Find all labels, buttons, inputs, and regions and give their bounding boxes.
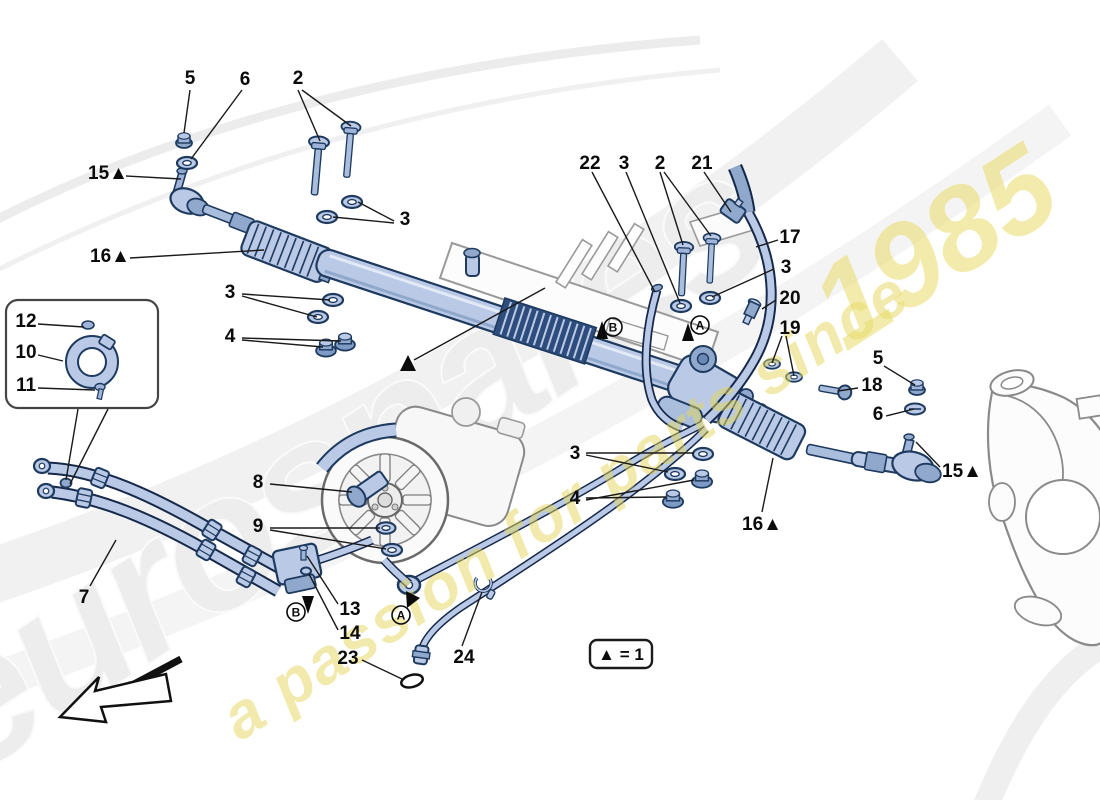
steering-rack-assembly (169, 167, 942, 484)
callout-5-right: 5 (873, 348, 884, 369)
callout-17-pipe: 17 (779, 227, 800, 248)
clamp-nut-12 (81, 320, 95, 330)
callout-5-top-left: 5 (185, 68, 196, 89)
hose-lower (51, 487, 281, 595)
right-bellows-gaiter (717, 391, 807, 461)
callout-9-pump: 9 (253, 516, 264, 537)
callout-4-mid-left: 4 (225, 326, 236, 347)
left-tie-rod-end (169, 167, 210, 217)
callout-13-junction: 13 (339, 599, 360, 620)
nut-4 (661, 489, 685, 509)
callout-labels: 5 6 2 3 15▲ 16▲ 3 4 12 10 11 7 8 9 13 14… (15, 68, 982, 669)
wheel-knuckle-outline (986, 369, 1100, 647)
hose-clamp-10 (67, 337, 117, 387)
callout-14-junction: 14 (339, 623, 361, 644)
callout-18-bolt: 18 (861, 375, 882, 396)
callout-3-center: 3 (570, 443, 581, 464)
callout-22-pipe: 22 (579, 153, 600, 174)
callout-15-right: 15▲ (942, 461, 982, 482)
callout-6-right: 6 (873, 404, 884, 425)
callout-7-hoses: 7 (79, 587, 90, 608)
clamp-detail-inset (4, 298, 160, 410)
callout-16-left: 16▲ (90, 246, 130, 267)
bleed-valve-20 (742, 298, 762, 326)
power-steering-pump (316, 397, 526, 565)
connector-letter-A-rack: A (696, 319, 705, 333)
washer-3 (698, 290, 722, 306)
callout-3-right: 3 (781, 257, 792, 278)
callout-20-valve: 20 (779, 288, 800, 309)
callout-8-pump: 8 (253, 472, 264, 493)
bolt-18 (818, 384, 853, 401)
washer-3 (669, 298, 693, 314)
right-tie-rod (805, 433, 942, 484)
pump-bracket-strap (317, 424, 397, 472)
callout-24-clip: 24 (453, 647, 475, 668)
connector-letter-B-rack: B (609, 321, 618, 335)
washer-6-left (175, 155, 199, 171)
callout-2-top-right: 2 (655, 153, 666, 174)
power-steering-hoses (32, 457, 412, 597)
rack-mounting-lug (463, 247, 481, 277)
pump-seal-washer (380, 542, 404, 558)
callout-19-rings: 19 (779, 318, 800, 339)
pipe-retaining-clip (473, 576, 496, 600)
callout-2-top-left: 2 (293, 68, 304, 89)
callout-3-top-right: 3 (619, 153, 630, 174)
callout-23-oring: 23 (337, 648, 358, 669)
o-ring-seal (400, 673, 424, 689)
hose-clamp-21 (719, 197, 747, 224)
connection-markers: B A B A (286, 287, 710, 625)
callout-12-inset: 12 (15, 311, 36, 332)
pump-to-rack-pipe (409, 421, 705, 586)
rack-teeth-hatch (492, 296, 598, 365)
callout-21-clamp: 21 (691, 153, 713, 174)
washer-3 (306, 309, 330, 325)
callout-3-mid-left: 3 (225, 282, 236, 303)
connector-letter-A-pump: A (397, 609, 406, 623)
junction-washer-14 (300, 566, 312, 576)
pipe-end-fitting (411, 644, 431, 666)
nut-5-left (175, 131, 193, 149)
callout-6-top-left: 6 (240, 69, 251, 90)
callout-11-inset: 11 (16, 375, 37, 396)
leader-lines (37, 89, 941, 680)
legend-text: ▲ = 1 (598, 645, 644, 664)
legend-box: ▲ = 1 (588, 638, 654, 670)
hose-upper (47, 463, 285, 573)
return-pipe-22 (643, 289, 683, 431)
callout-10-inset: 10 (15, 342, 36, 363)
front-direction-arrow (57, 655, 183, 724)
washer-6-right (904, 402, 926, 416)
callout-15-left: 15▲ (88, 163, 128, 184)
callout-4-center: 4 (570, 488, 581, 509)
bolt-2 (336, 120, 362, 179)
pipe-17-hose-end (729, 164, 754, 213)
nut-4 (690, 469, 714, 489)
callout-16-right: 16▲ (742, 514, 782, 535)
connector-letter-B-hose: B (292, 606, 301, 620)
callout-3-top-left: 3 (400, 209, 411, 230)
clamp-screw-11 (94, 382, 106, 401)
